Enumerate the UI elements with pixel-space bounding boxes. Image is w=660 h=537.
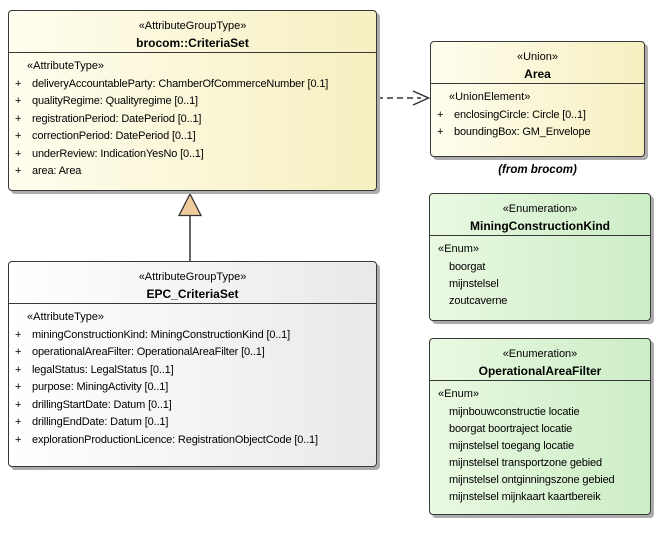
class-name: EPC_CriteriaSet (146, 287, 239, 301)
class-header: «Enumeration» MiningConstructionKind (430, 194, 650, 236)
class-header: «AttributeGroupType» brocom::CriteriaSet (9, 11, 376, 53)
stereotype-label: «Union» (517, 51, 558, 63)
attribute-row: + drillingStartDate: Datum [0..1] (9, 397, 376, 415)
attribute-row: + drillingEndDate: Datum [0..1] (9, 414, 376, 432)
visibility-marker: + (437, 108, 444, 121)
enum-literal: mijnstelsel toegang locatie (449, 439, 574, 452)
enum-literal: mijnstelsel (449, 277, 499, 290)
visibility-marker: + (15, 381, 22, 393)
section-stereotype: «AttributeType» (27, 311, 105, 323)
attribute-row: + boundingBox: GM_Envelope (431, 124, 644, 142)
class-area-union[interactable]: «Union» Area «UnionElement» + enclosingC… (430, 41, 645, 157)
class-name: Area (524, 67, 551, 81)
attribute-text: enclosingCircle: Circle [0..1] (454, 108, 586, 121)
visibility-marker: + (437, 126, 444, 138)
attribute-text: drillingStartDate: Datum [0..1] (32, 398, 172, 411)
attribute-text: purpose: MiningActivity [0..1] (32, 381, 169, 393)
enum-literal: mijnstelsel ontginningszone gebied (449, 473, 615, 486)
attribute-text: area: Area (32, 165, 82, 177)
attributes-compartment: «UnionElement» + enclosingCircle: Circle… (431, 84, 644, 142)
enum-compartment: «Enum» boorgat mijnstelsel zoutcaverne (430, 236, 650, 310)
class-header: «AttributeGroupType» EPC_CriteriaSet (9, 262, 376, 304)
attribute-text: explorationProductionLicence: Registrati… (32, 433, 318, 446)
class-name: brocom::CriteriaSet (136, 36, 249, 50)
class-header: «Enumeration» OperationalAreaFilter (430, 339, 650, 381)
enum-literal: boorgat boortraject locatie (449, 422, 573, 435)
visibility-marker: + (15, 416, 22, 428)
visibility-marker: + (15, 346, 22, 358)
visibility-marker: + (15, 165, 22, 177)
attribute-text: correctionPeriod: DatePeriod [0..1] (32, 130, 196, 142)
visibility-marker: + (15, 112, 22, 125)
section-stereotype: «AttributeType» (27, 60, 105, 72)
enum-literal: boorgat (449, 260, 486, 273)
attribute-row: + enclosingCircle: Circle [0..1] (431, 107, 644, 125)
stereotype-label: «AttributeGroupType» (138, 20, 247, 32)
generalization-arrow-icon (177, 192, 203, 262)
visibility-marker: + (15, 95, 22, 107)
attribute-row: + underReview: IndicationYesNo [0..1] (9, 146, 376, 164)
enum-compartment: «Enum» mijnbouwconstructie locatie boorg… (430, 381, 650, 506)
attribute-row: + correctionPeriod: DatePeriod [0..1] (9, 128, 376, 146)
section-stereotype: «UnionElement» (449, 91, 531, 103)
enum-literal: zoutcaverne (449, 294, 508, 307)
attribute-row: + deliveryAccountableParty: ChamberOfCom… (9, 76, 376, 94)
attribute-row: + area: Area (9, 163, 376, 181)
enum-literal: mijnstelsel transportzone gebied (449, 456, 602, 469)
class-header: «Union» Area (431, 42, 644, 84)
visibility-marker: + (15, 398, 22, 411)
attribute-text: deliveryAccountableParty: ChamberOfComme… (32, 77, 329, 90)
attribute-text: boundingBox: GM_Envelope (454, 126, 591, 138)
enum-literal: mijnstelsel mijnkaart kaartbereik (449, 490, 601, 503)
class-name: MiningConstructionKind (470, 219, 610, 233)
attribute-text: miningConstructionKind: MiningConstructi… (32, 328, 291, 341)
visibility-marker: + (15, 130, 22, 142)
visibility-marker: + (15, 328, 22, 341)
stereotype-label: «Enumeration» (502, 348, 578, 360)
attribute-row: + qualityRegime: Qualityregime [0..1] (9, 93, 376, 111)
attribute-row: + purpose: MiningActivity [0..1] (9, 379, 376, 397)
visibility-marker: + (15, 77, 22, 90)
attribute-text: registrationPeriod: DatePeriod [0..1] (32, 112, 202, 125)
attribute-row: + operationalAreaFilter: OperationalArea… (9, 344, 376, 362)
enumeration-operational-area-filter[interactable]: «Enumeration» OperationalAreaFilter «Enu… (429, 338, 651, 515)
section-stereotype: «Enum» (438, 388, 479, 400)
class-criteria-set[interactable]: «AttributeGroupType» brocom::CriteriaSet… (8, 10, 377, 191)
attributes-compartment: «AttributeType» + miningConstructionKind… (9, 304, 376, 449)
attributes-compartment: «AttributeType» + deliveryAccountablePar… (9, 53, 376, 181)
class-epc-criteria-set[interactable]: «AttributeGroupType» EPC_CriteriaSet «At… (8, 261, 377, 467)
attribute-text: qualityRegime: Qualityregime [0..1] (32, 95, 198, 107)
attribute-row: + registrationPeriod: DatePeriod [0..1] (9, 111, 376, 129)
enumeration-mining-construction-kind[interactable]: «Enumeration» MiningConstructionKind «En… (429, 193, 651, 321)
attribute-text: underReview: IndicationYesNo [0..1] (32, 147, 204, 160)
stereotype-label: «AttributeGroupType» (138, 271, 247, 283)
attribute-text: legalStatus: LegalStatus [0..1] (32, 363, 174, 376)
class-name: OperationalAreaFilter (478, 364, 602, 378)
attribute-text: operationalAreaFilter: OperationalAreaFi… (32, 346, 265, 358)
from-package-caption: (from brocom) (498, 164, 577, 176)
dependency-arrow-icon (377, 90, 431, 106)
attribute-text: drillingEndDate: Datum [0..1] (32, 416, 169, 428)
visibility-marker: + (15, 147, 22, 160)
visibility-marker: + (15, 433, 22, 446)
attribute-row: + explorationProductionLicence: Registra… (9, 432, 376, 450)
attribute-row: + legalStatus: LegalStatus [0..1] (9, 362, 376, 380)
stereotype-label: «Enumeration» (502, 203, 578, 215)
visibility-marker: + (15, 363, 22, 376)
attribute-row: + miningConstructionKind: MiningConstruc… (9, 327, 376, 345)
section-stereotype: «Enum» (438, 243, 479, 255)
enum-literal: mijnbouwconstructie locatie (449, 405, 580, 418)
